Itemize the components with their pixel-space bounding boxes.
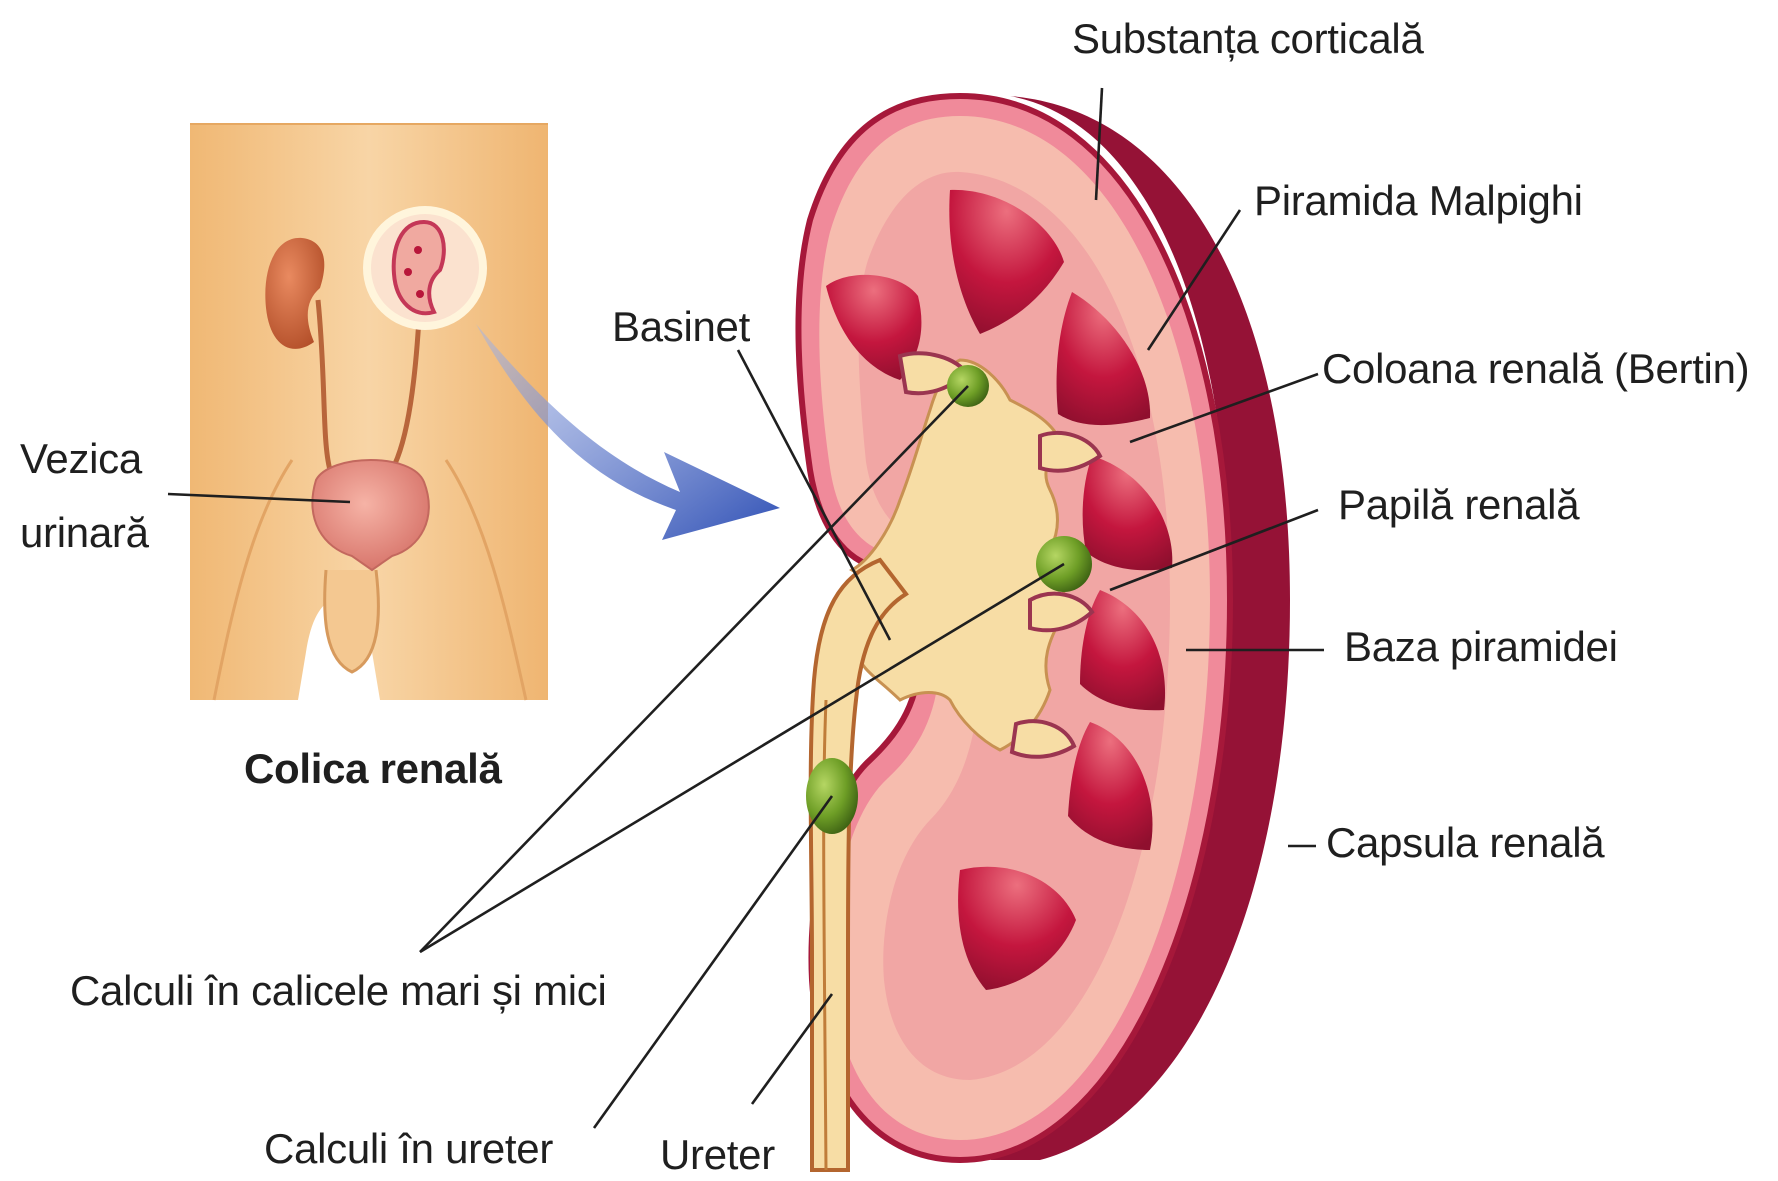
torso-illustration (190, 124, 548, 700)
label-ureter: Ureter (660, 1130, 775, 1180)
magnifier-circle (367, 210, 483, 326)
label-coloana-renala: Coloana renală (Bertin) (1322, 344, 1749, 394)
label-baza-piramidei: Baza piramidei (1344, 622, 1618, 672)
leader-calculi-ureter (594, 796, 832, 1128)
label-colica-renala: Colica renală (244, 744, 502, 794)
label-substanta-corticala: Substanța corticală (1072, 14, 1424, 64)
label-vezica-line2: urinară (20, 508, 149, 558)
label-piramida-malpighi: Piramida Malpighi (1254, 176, 1583, 226)
kidney-cross-section (798, 96, 1290, 1170)
label-capsula-renala: Capsula renală (1326, 818, 1604, 868)
label-calculi-calice: Calculi în calicele mari și mici (70, 966, 607, 1016)
label-papila-renala: Papilă renală (1338, 480, 1579, 530)
label-vezica-line1: Vezica (20, 434, 142, 484)
label-calculi-ureter: Calculi în ureter (264, 1124, 553, 1174)
label-basinet: Basinet (612, 302, 750, 352)
